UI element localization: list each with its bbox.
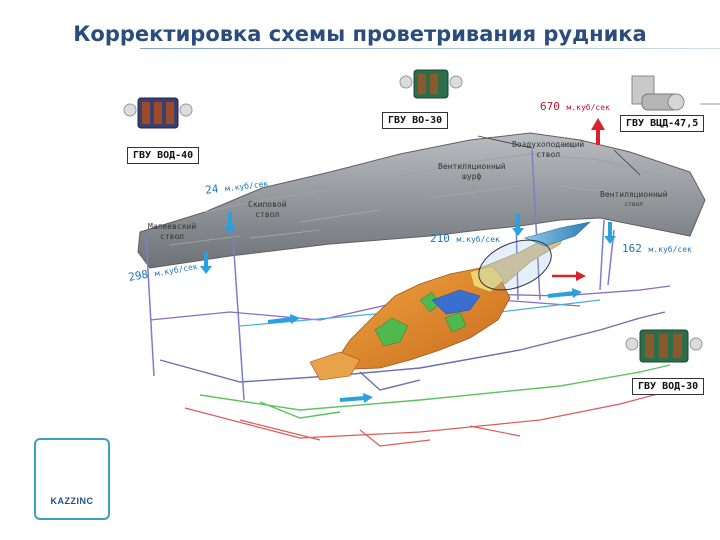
flow-670-value: 670 bbox=[540, 100, 560, 113]
site-skip-shaft-line2: ствол bbox=[248, 210, 287, 220]
site-skip-shaft: Скиповой ствол bbox=[248, 200, 287, 220]
flow-162: 162 м.куб/сек bbox=[622, 242, 692, 255]
site-air-shaft-line2: ствол bbox=[512, 150, 584, 160]
site-malev-shaft-line1: Малеевский bbox=[148, 222, 196, 232]
flow-670-unit: м.куб/сек bbox=[567, 103, 610, 112]
fan-icon-vod30 bbox=[626, 330, 702, 362]
flow-24-value: 24 bbox=[204, 182, 219, 197]
fan-label-vod40: ГВУ ВОД-40 bbox=[127, 147, 199, 164]
site-skip-shaft-line1: Скиповой bbox=[248, 200, 287, 210]
flow-arrow-drift-2 bbox=[548, 288, 582, 298]
flow-210: 210 м.куб/сек bbox=[430, 232, 500, 245]
site-vent-pit: Вентиляционный шурф bbox=[438, 162, 505, 182]
site-vent-right-line2: ствол bbox=[600, 200, 667, 210]
kazzinc-logo-text: KAZZINC bbox=[36, 496, 108, 506]
flow-arrow-drift-3 bbox=[340, 393, 373, 403]
flow-210-unit: м.куб/сек bbox=[457, 235, 500, 244]
site-vent-right: Вентиляционный ствол bbox=[600, 190, 667, 210]
site-vent-pit-line1: Вентиляционный bbox=[438, 162, 505, 172]
fan-icon-vod40 bbox=[124, 98, 192, 128]
site-air-shaft-line1: Воздухоподающий bbox=[512, 140, 584, 150]
site-malev-shaft: Малеевский ствол bbox=[148, 222, 196, 242]
site-vent-right-line1: Вентиляционный bbox=[600, 190, 667, 200]
site-malev-shaft-line2: ствол bbox=[148, 232, 196, 242]
site-air-shaft: Воздухоподающий ствол bbox=[512, 140, 584, 160]
flow-arrow-exhaust-up bbox=[591, 118, 605, 145]
flow-670: 670 м.куб/сек bbox=[540, 100, 610, 113]
flow-210-value: 210 bbox=[430, 232, 450, 245]
site-vent-pit-line2: шурф bbox=[438, 172, 505, 182]
fan-label-vcd475: ГВУ ВЦД-47,5 bbox=[620, 115, 704, 132]
flow-162-value: 162 bbox=[622, 242, 642, 255]
flow-arrow-alert bbox=[552, 271, 586, 281]
fan-label-vod30: ГВУ ВОД-30 bbox=[632, 378, 704, 395]
shaft-vent-right bbox=[600, 220, 604, 290]
kazzinc-logo: KAZZINC bbox=[34, 438, 110, 520]
drift-level-green bbox=[200, 365, 670, 418]
fan-icon-vcd475 bbox=[632, 76, 684, 110]
fan-icon-vo30 bbox=[400, 70, 462, 98]
flow-162-unit: м.куб/сек bbox=[649, 245, 692, 254]
fan-label-vo30: ГВУ ВО-30 bbox=[382, 112, 448, 129]
